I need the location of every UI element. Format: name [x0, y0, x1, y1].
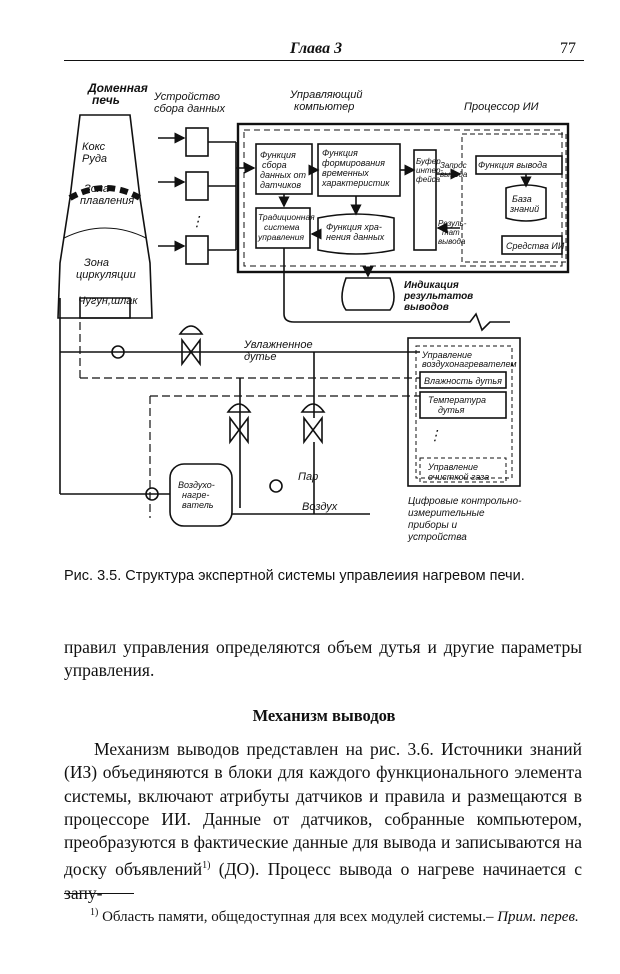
footnote-ref: 1)	[202, 860, 211, 872]
traditional-control-box	[255, 207, 311, 249]
collector-box-3	[185, 235, 209, 265]
header-rule	[64, 60, 584, 61]
result-display-monitor	[341, 277, 395, 311]
inference-function-box	[475, 155, 563, 175]
digital-devices-frame	[407, 337, 521, 487]
humidity-box	[419, 371, 507, 389]
footnote-note: Прим. перев.	[497, 909, 579, 925]
collector-box-1	[185, 127, 209, 157]
gas-cleaning-box	[419, 457, 507, 483]
paragraph-1: правил управления определяются объем дут…	[64, 637, 582, 681]
furnace-hearth	[79, 297, 131, 319]
svg-text:Функция хра-нения данных: Функция хра-нения данных	[326, 222, 385, 242]
valve-1	[111, 345, 125, 359]
footnote-mark: 1)	[90, 907, 99, 918]
interface-buffer-box	[413, 149, 437, 251]
air-heater-box	[169, 463, 233, 527]
svg-text:Влажность дутья: Влажность дутья	[424, 376, 502, 386]
svg-text:Средства ИИ: Средства ИИ	[506, 241, 565, 251]
valve-2	[145, 487, 159, 501]
section-title: Механизм выводов	[252, 706, 396, 725]
svg-text:⋮: ⋮	[428, 427, 442, 443]
svg-text:Пар: Пар	[298, 471, 318, 483]
paragraph-2: Механизм выводов представлен на рис. 3.6…	[64, 738, 582, 905]
svg-text:Воздух: Воздух	[302, 501, 338, 513]
paragraph-2-text: Механизм выводов представлен на рис. 3.6…	[64, 739, 582, 880]
footnote-rule	[64, 893, 134, 894]
footnote-text: Область памяти, общедоступная для всех м…	[98, 909, 498, 925]
ai-tools-box	[501, 235, 563, 255]
page-number: 77	[560, 40, 576, 57]
svg-text:Цифровые контрольно-измеритель: Цифровые контрольно-измерительныеприборы…	[407, 495, 522, 543]
svg-text:Функция вывода: Функция вывода	[478, 160, 547, 170]
knowledge-base-cylinder	[505, 184, 547, 222]
figure-caption: Рис. 3.5. Структура экспертной системы у…	[64, 568, 525, 584]
ai-processor-title: Процессор ИИ	[464, 101, 539, 113]
collector-box-2	[185, 171, 209, 201]
furnace-shape	[57, 114, 153, 319]
valve-3	[269, 479, 283, 493]
control-computer-frame	[236, 122, 570, 274]
ai-processor-frame	[461, 133, 567, 263]
chapter-header: Глава 3	[290, 40, 343, 57]
paragraph-2-end: (ДО). Процесс вывода о нагреве начинаетс…	[64, 859, 582, 903]
svg-text:Воздухо-нагре-ватель: Воздухо-нагре-ватель	[178, 480, 215, 510]
temperature-box	[419, 391, 507, 419]
footnote: 1) Область памяти, общедоступная для все…	[64, 902, 582, 928]
svg-text:⋮: ⋮	[190, 213, 204, 229]
data-storage-cylinder	[317, 213, 395, 255]
